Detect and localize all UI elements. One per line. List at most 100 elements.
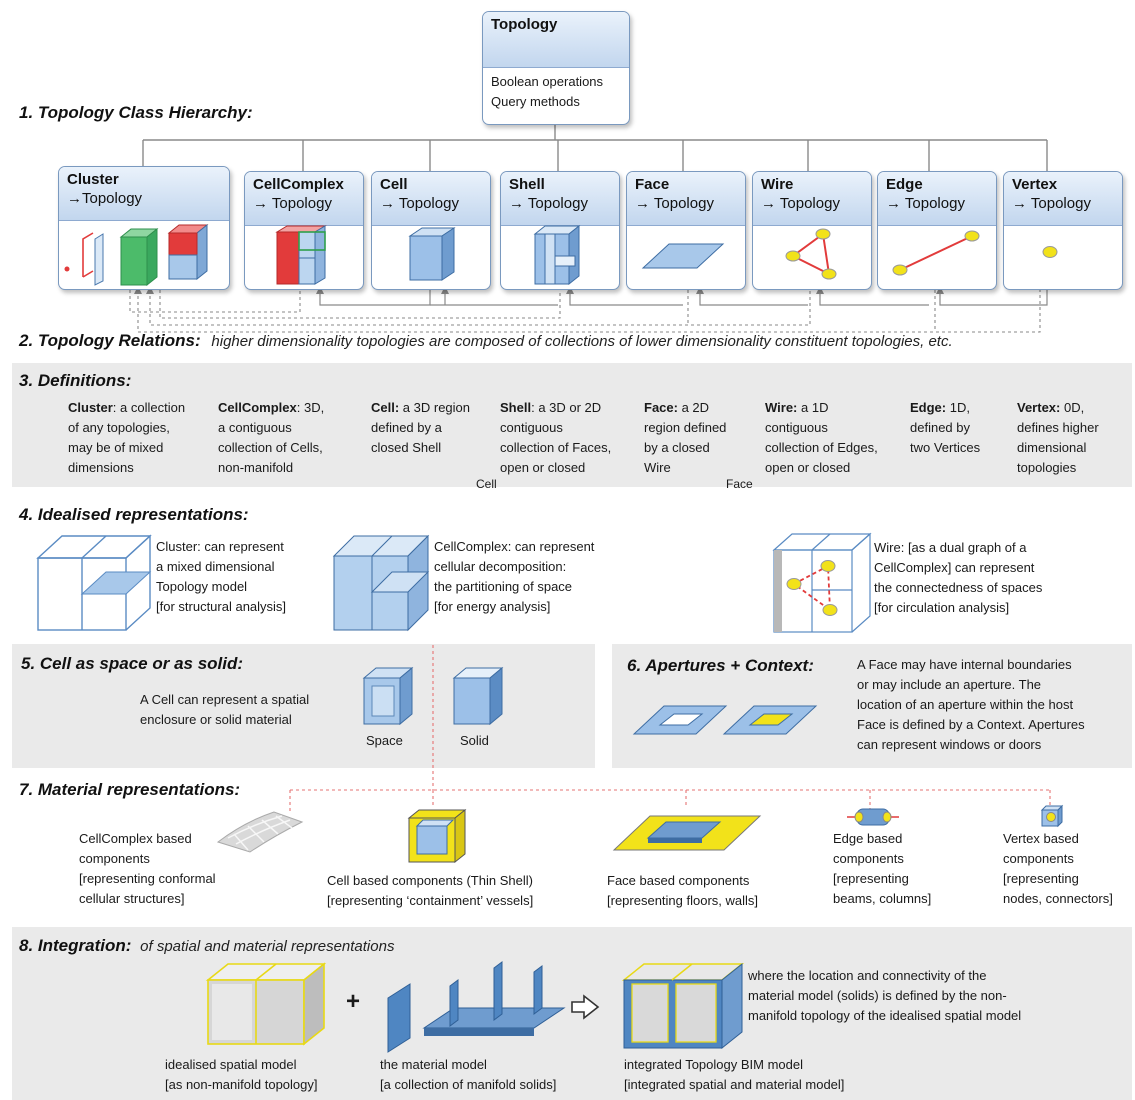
definition-vertex: Vertex: 0D, defines higher dimensional t…: [1017, 400, 1099, 475]
section-5-title: 5. Cell as space or as solid:: [21, 654, 244, 673]
apertures-text: A Face may have internal boundaries or m…: [857, 657, 1085, 752]
topology-root-box: Topology Boolean operations Query method…: [482, 11, 630, 125]
definition-term: Wire:: [765, 400, 798, 415]
solid-cell-icon: [452, 666, 504, 726]
class-parent: → Topology: [761, 195, 840, 212]
cluster-icon: [64, 223, 209, 287]
integration-spatial-text: idealised spatial model [as non-manifold…: [165, 1057, 318, 1092]
section-2-title: 2. Topology Relations: higher dimensiona…: [19, 331, 953, 351]
integration-integrated-text: integrated Topology BIM model [integrate…: [624, 1057, 845, 1092]
class-box-cellcomplex: CellComplex → Topology: [244, 171, 364, 290]
space-cell-icon: [362, 666, 414, 726]
idealised-cellcomplex-graphic: [332, 534, 430, 632]
material-model-graphic: [387, 961, 566, 1053]
edge-component-graphic: [847, 808, 899, 826]
material-connectors: [289, 645, 1051, 822]
class-name: Cell: [380, 176, 408, 193]
integration-description: where the location and connectivity of t…: [748, 968, 1022, 1023]
definition-term: Face:: [644, 400, 678, 415]
definition-term: Shell: [500, 400, 532, 415]
definition-wire: Wire: a 1D contiguous collection of Edge…: [765, 400, 878, 475]
class-name: Shell: [509, 176, 545, 193]
spatial-model-graphic: [205, 962, 327, 1046]
definition-term: Edge:: [910, 400, 947, 415]
idealised-cellcomplex-text: CellComplex: can represent cellular deco…: [434, 539, 595, 614]
integration-material-text: the material model [a collection of mani…: [380, 1057, 557, 1092]
edge-icon: [892, 230, 980, 276]
face-icon: [641, 243, 725, 269]
definition-term: Vertex:: [1017, 400, 1061, 415]
class-box-cell: Cell → Topology: [371, 171, 491, 290]
material-face-text: Face based components [representing floo…: [607, 873, 759, 908]
definitions-band: [12, 363, 1132, 487]
cellcomplex-component-graphic: [216, 811, 304, 853]
definition-face: Face: a 2D region defined by a closed Wi…: [644, 400, 727, 475]
material-cell-text: Cell based components (Thin Shell) [repr…: [327, 873, 534, 908]
cell-space-text: A Cell can represent a spatial enclosure…: [140, 692, 310, 727]
aperture-icons: [632, 705, 818, 735]
section-8-heading: 8. Integration:: [19, 936, 132, 955]
class-box-edge: Edge → Topology: [877, 171, 997, 290]
stray-label-face: Face: [726, 477, 753, 491]
class-parent: → Topology: [509, 195, 588, 212]
space-label: Space: [366, 733, 403, 748]
class-parent: →Topology: [67, 190, 143, 207]
cell-component-graphic: [407, 808, 467, 864]
definition-term: Cluster: [68, 400, 113, 415]
vertex-component-graphic: [1040, 804, 1064, 828]
section-8-title: 8. Integration: of spatial and material …: [19, 936, 394, 956]
definition-cell: Cell: a 3D region defined by a closed Sh…: [371, 400, 471, 455]
idealised-wire-graphic: [772, 532, 872, 633]
idealised-cluster-graphic: [36, 534, 152, 631]
class-box-vertex: Vertex → Topology: [1003, 171, 1123, 290]
class-parent: → Topology: [635, 195, 714, 212]
class-name: CellComplex: [253, 176, 344, 193]
topology-op-query: Query methods: [491, 94, 580, 109]
section-1-title: 1. Topology Class Hierarchy:: [19, 103, 253, 122]
class-name: Vertex: [1012, 176, 1058, 193]
class-parent: → Topology: [253, 195, 332, 212]
definition-edge: Edge: 1D, defined by two Vertices: [910, 400, 981, 455]
class-name: Wire: [761, 176, 794, 193]
section-2-subtitle: higher dimensionality topologies are com…: [211, 333, 953, 350]
integration-plus: +: [346, 988, 361, 1015]
hierarchy-connectors: [129, 125, 1048, 333]
definition-shell: Shell: a 3D or 2D contiguous collection …: [500, 400, 612, 475]
definition-cellcomplex: CellComplex: 3D, a contiguous collection…: [218, 400, 325, 475]
class-parent: → Topology: [1012, 195, 1091, 212]
solid-label: Solid: [460, 733, 489, 748]
stray-label-cell: Cell: [476, 477, 497, 491]
class-parent: → Topology: [886, 195, 965, 212]
section-8-subtitle: of spatial and material representations: [140, 938, 395, 955]
cell-icon: [408, 227, 456, 281]
cellcomplex-icon: [275, 225, 327, 285]
idealised-wire-text: Wire: [as a dual graph of a CellComplex]…: [874, 540, 1043, 615]
class-name: Cluster: [67, 171, 119, 188]
vertex-icon: [1042, 246, 1058, 258]
class-box-cluster: Cluster →Topology: [58, 166, 230, 290]
class-name: Face: [635, 176, 670, 193]
class-box-shell: Shell → Topology: [500, 171, 620, 290]
section-7-title: 7. Material representations:: [19, 780, 241, 799]
wire-icon: [785, 228, 837, 280]
topology-root-name: Topology: [491, 16, 558, 33]
face-component-graphic: [612, 815, 762, 851]
section-6-title: 6. Apertures + Context:: [627, 656, 814, 675]
definition-term: CellComplex: [218, 400, 297, 415]
shell-icon: [533, 224, 581, 286]
material-cellcomplex-text: CellComplex based components [representi…: [79, 831, 216, 906]
class-box-wire: Wire → Topology: [752, 171, 872, 290]
integration-band: [12, 927, 1132, 1100]
class-parent: → Topology: [380, 195, 459, 212]
section-3-title: 3. Definitions:: [19, 371, 132, 390]
class-name: Edge: [886, 176, 923, 193]
material-edge-text: Edge based components [representing beam…: [833, 831, 932, 906]
material-vertex-text: Vertex based components [representing no…: [1003, 831, 1113, 906]
arrow-icon: [571, 994, 600, 1020]
definition-term: Cell:: [371, 400, 400, 415]
idealised-cluster-text: Cluster: can represent a mixed dimension…: [156, 539, 287, 614]
definition-cluster: Cluster: a collection of any topologies,…: [68, 400, 186, 475]
section-4-title: 4. Idealised representations:: [19, 505, 249, 524]
class-box-face: Face → Topology: [626, 171, 746, 290]
integrated-model-graphic: [621, 962, 745, 1050]
